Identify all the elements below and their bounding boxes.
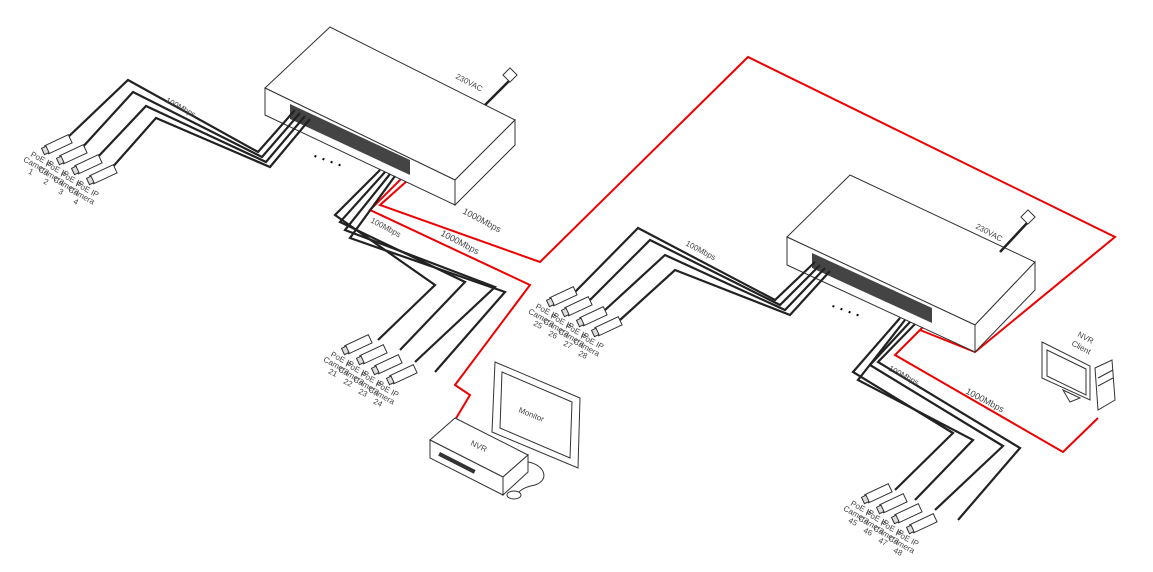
mouse-icon bbox=[506, 490, 522, 500]
uplink-label-3: 1000Mbps bbox=[964, 386, 1006, 415]
poe-ip-camera: PoE IPCamera24 bbox=[367, 364, 418, 409]
poe-ip-camera: PoE IPCamera4 bbox=[67, 164, 118, 207]
uplink-label-1: 1000Mbps bbox=[461, 206, 503, 235]
camera-label: PoE IPCamera21 bbox=[318, 348, 355, 384]
poe-ip-camera: PoE IPCamera48 bbox=[887, 513, 938, 558]
poe-ip-camera: PoE IPCamera45 bbox=[838, 483, 893, 533]
cables-group-2 bbox=[333, 169, 507, 373]
power-label-1: 230VAC bbox=[454, 72, 484, 94]
port-block bbox=[290, 104, 410, 175]
ellipsis-2: · · · · bbox=[829, 298, 863, 323]
poe-switch-1 bbox=[264, 26, 518, 207]
poe-switch-2 bbox=[786, 174, 1036, 354]
poe-ip-camera: PoE IPCamera21 bbox=[318, 334, 373, 384]
speed-label-2: 100Mbps bbox=[369, 216, 402, 239]
monitor: Monitor bbox=[491, 361, 581, 469]
uplink-switch2-to-client bbox=[893, 324, 1099, 454]
nvr: NVR bbox=[429, 417, 545, 500]
poe-ip-camera: PoE IPCamera28 bbox=[572, 316, 623, 361]
nvr-client: NVR Client bbox=[1041, 330, 1116, 411]
camera-label: PoE IPCamera23 bbox=[348, 368, 385, 404]
cables-group-3 bbox=[574, 226, 831, 321]
camera-label: PoE IPCamera45 bbox=[838, 497, 875, 533]
cables-group-1 bbox=[64, 78, 311, 171]
ellipsis-1: · · · · bbox=[311, 148, 345, 173]
poe-ip-camera: PoE IPCamera23 bbox=[348, 354, 403, 404]
poe-ip-camera: PoE IPCamera25 bbox=[527, 286, 578, 331]
port-block bbox=[812, 253, 932, 323]
cables-group-4 bbox=[851, 317, 1022, 521]
poe-ip-camera: PoE IPCamera22 bbox=[337, 344, 388, 389]
